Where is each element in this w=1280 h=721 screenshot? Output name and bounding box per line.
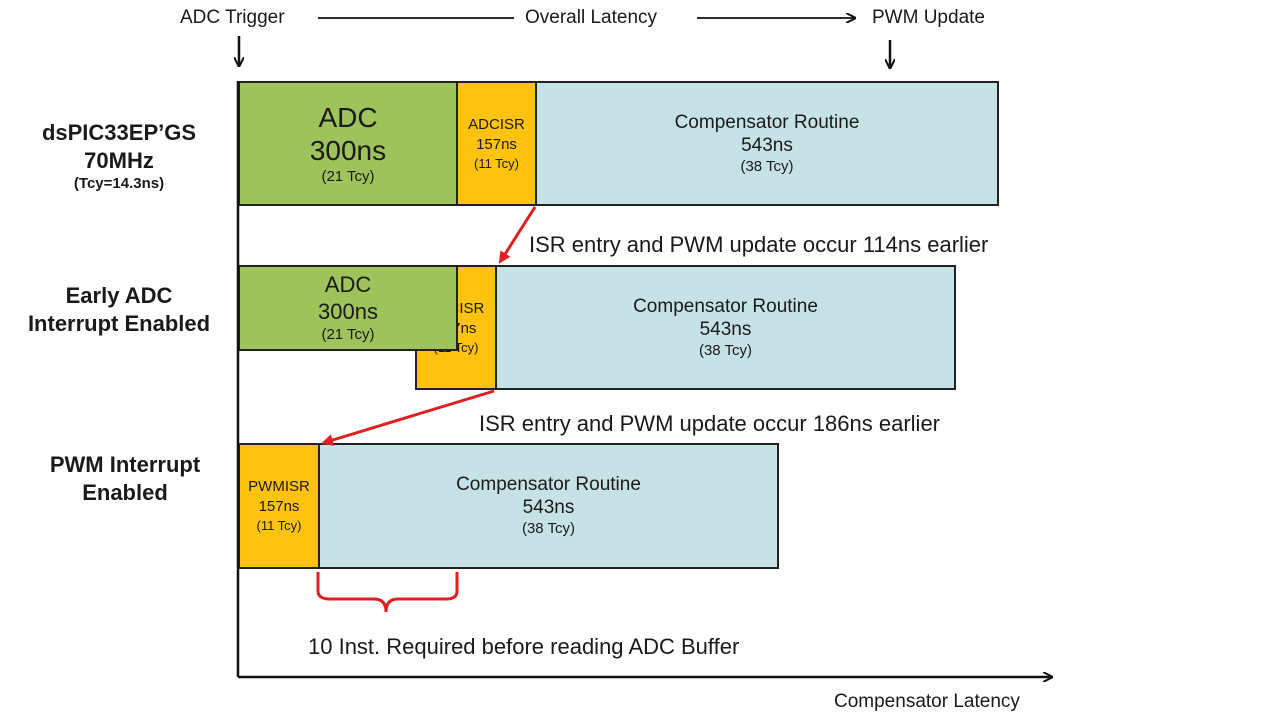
row1-comp-title: Compensator Routine [674, 111, 860, 133]
row2-label-line2: Interrupt Enabled [27, 311, 211, 336]
row1-label-line2: 70MHz [84, 148, 154, 173]
shift-arrow-1 [498, 206, 537, 264]
row1-adc-time: 300ns [309, 134, 387, 166]
row3-label-line2: Enabled [82, 480, 168, 505]
x-axis-label: Compensator Latency [834, 691, 1020, 712]
row1-isr-block: ADCISR 157ns (11 Tcy) [456, 81, 537, 206]
row2-label: Early ADC Interrupt Enabled [10, 282, 228, 338]
row3-isr-cycles: (11 Tcy) [256, 518, 302, 533]
row3-comp-title: Compensator Routine [456, 474, 641, 495]
row3-comp-time: 543ns [522, 497, 575, 518]
row3-isr-title: PWMISR [248, 478, 310, 495]
brace-note: 10 Inst. Required before reading ADC Buf… [308, 634, 740, 659]
row2-adc-time: 300ns [318, 299, 378, 324]
row1-label: dsPIC33EP’GS 70MHz (Tcy=14.3ns) [10, 119, 228, 193]
row2-comp-title: Compensator Routine [633, 295, 818, 317]
row2-label-line1: Early ADC [65, 283, 173, 308]
instruction-brace [316, 572, 459, 613]
row3-label: PWM Interrupt Enabled [10, 451, 240, 507]
adc-trigger-label: ADC Trigger [180, 7, 285, 28]
row1-label-line3: (Tcy=14.3ns) [73, 175, 165, 192]
earlier-note-186: ISR entry and PWM update occur 186ns ear… [479, 411, 941, 436]
row2-comp-time: 543ns [699, 318, 752, 340]
earlier-note-114: ISR entry and PWM update occur 114ns ear… [529, 232, 989, 257]
row2-adc-cycles: (21 Tcy) [321, 326, 375, 343]
row1-compensator-block: Compensator Routine 543ns (38 Tcy) [535, 81, 999, 206]
row2-adc-title: ADC [324, 272, 372, 297]
row3-isr-time: 157ns [258, 498, 300, 515]
pwm-update-label: PWM Update [872, 7, 985, 28]
row3-isr-block: PWMISR 157ns (11 Tcy) [238, 443, 320, 569]
row1-isr-title: ADCISR [468, 115, 525, 133]
row1-isr-cycles: (11 Tcy) [473, 155, 520, 171]
row2-compensator-block: Compensator Routine 543ns (38 Tcy) [495, 265, 956, 390]
overall-latency-label: Overall Latency [525, 7, 658, 28]
row2-comp-cycles: (38 Tcy) [698, 341, 753, 359]
row2-adc-block: ADC 300ns (21 Tcy) [238, 265, 458, 351]
row1-label-line1: dsPIC33EP’GS [41, 120, 197, 145]
row3-label-line1: PWM Interrupt [49, 452, 201, 477]
row3-compensator-block: Compensator Routine 543ns (38 Tcy) [318, 443, 779, 569]
row1-isr-time: 157ns [476, 135, 517, 153]
row3-comp-cycles: (38 Tcy) [521, 520, 576, 537]
shift-arrow-2 [321, 389, 495, 446]
row1-adc-cycles: (21 Tcy) [321, 167, 375, 185]
row1-adc-title: ADC [318, 101, 378, 133]
row1-comp-cycles: (38 Tcy) [740, 157, 794, 175]
row1-comp-time: 543ns [741, 134, 793, 156]
